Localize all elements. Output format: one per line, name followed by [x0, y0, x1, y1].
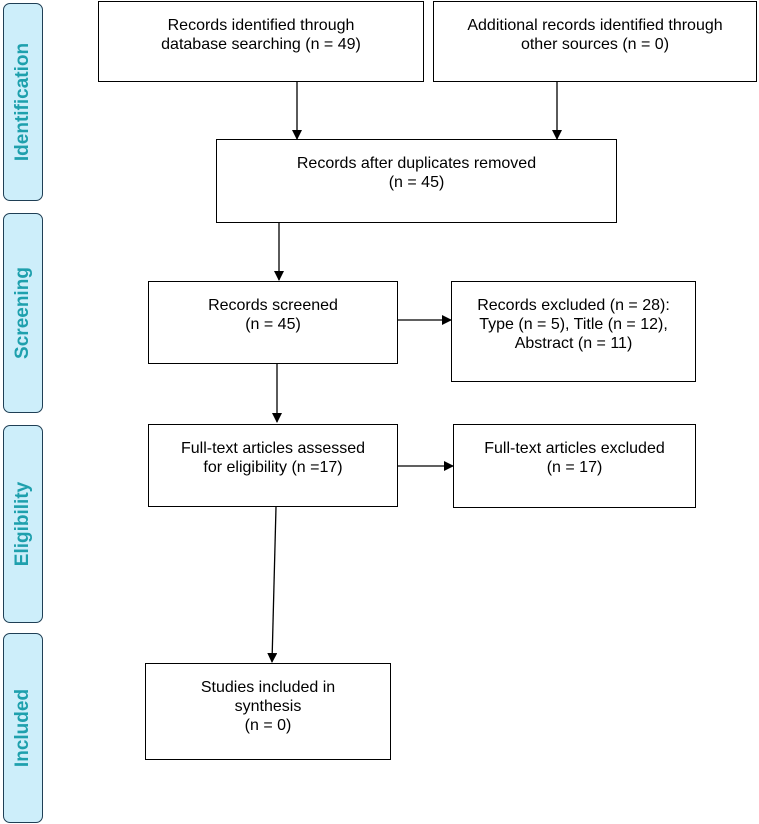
box-database-search-line-2: database searching (n = 49) — [161, 36, 361, 53]
arrow-fulltext-to-included — [267, 506, 278, 663]
box-fulltext-excluded-line-2: (n = 17) — [546, 459, 603, 476]
box-records-screened-line-2: (n = 45) — [245, 316, 301, 333]
box-other-sources-line-2: other sources (n = 0) — [520, 36, 670, 53]
box-fulltext-excluded: Full-text articles excluded (n = 17) — [453, 424, 696, 508]
box-studies-included-line-3: (n = 0) — [244, 717, 292, 734]
box-fulltext-excluded-line-1: Full-text articles excluded — [484, 440, 665, 457]
box-other-sources-line-1: Additional records identified through — [467, 17, 723, 34]
box-other-sources: Additional records identified through ot… — [433, 1, 757, 82]
box-records-excluded-line-2: Type (n = 5), Title (n = 12), — [479, 316, 668, 333]
phase-eligibility: Eligibility — [3, 425, 43, 623]
box-records-excluded-line-3: Abstract (n = 11) — [514, 335, 633, 352]
box-duplicates-removed-line-2: (n = 45) — [388, 174, 445, 191]
box-studies-included: Studies included in synthesis (n = 0) — [145, 663, 391, 760]
box-database-search: Records identified through database sear… — [98, 1, 424, 82]
box-fulltext-assessed-line-1: Full-text articles assessed — [180, 440, 366, 457]
box-duplicates-removed-line-1: Records after duplicates removed — [296, 155, 537, 172]
box-database-search-line-1: Records identified through — [167, 17, 355, 34]
box-fulltext-assessed-line-2: for eligibility (n =17) — [203, 459, 343, 476]
box-fulltext-assessed: Full-text articles assessed for eligibil… — [148, 424, 398, 507]
box-records-excluded: Records excluded (n = 28): Type (n = 5),… — [451, 281, 696, 382]
box-records-screened-line-1: Records screened — [208, 297, 338, 314]
box-studies-included-line-2: synthesis — [234, 698, 302, 715]
box-records-excluded-line-1: Records excluded (n = 28): — [477, 297, 670, 314]
phase-included: Included — [3, 633, 43, 823]
box-studies-included-line-1: Studies included in — [200, 679, 336, 696]
phase-screening: Screening — [3, 213, 43, 413]
box-records-screened: Records screened (n = 45) — [148, 281, 398, 364]
phase-identification: Identification — [3, 3, 43, 201]
box-duplicates-removed: Records after duplicates removed (n = 45… — [216, 139, 617, 223]
